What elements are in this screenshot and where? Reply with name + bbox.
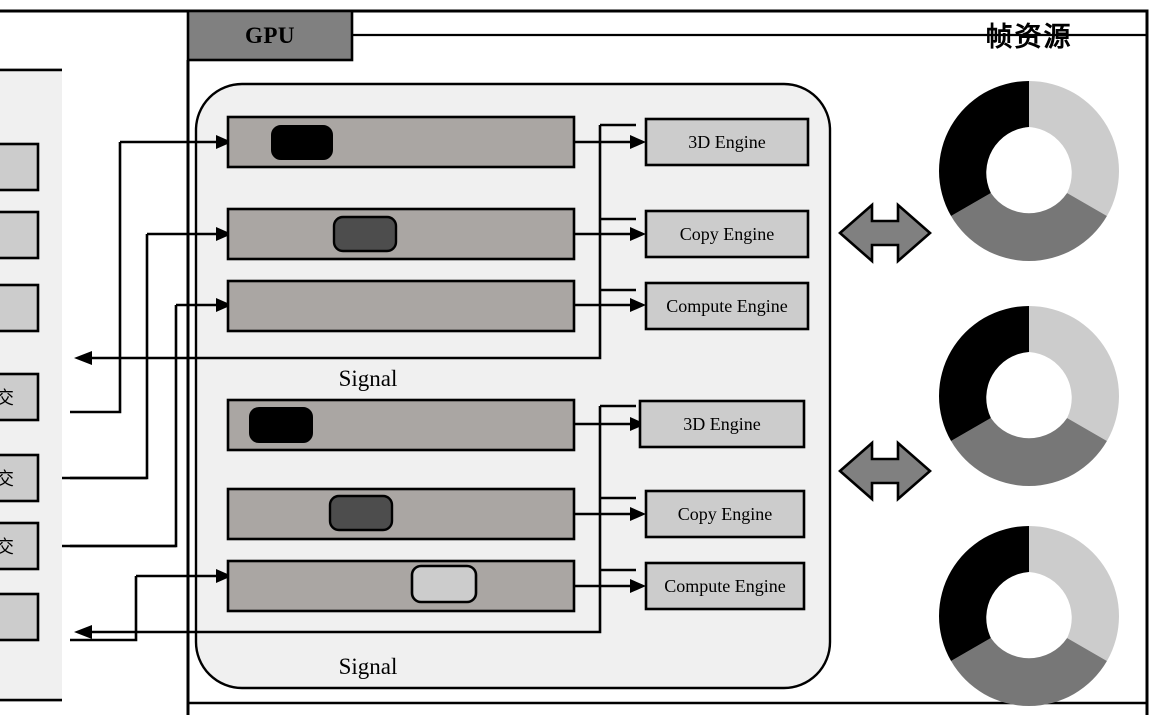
queue-engine-links-bottom <box>574 422 636 588</box>
exchange-arrow-top[interactable] <box>838 202 932 264</box>
queue-marker-compute-bottom[interactable] <box>410 564 478 604</box>
left-box-submit-1-label: 交 <box>0 388 14 409</box>
queue-marker-3d-top[interactable] <box>271 125 333 160</box>
donut-frame-2[interactable] <box>939 306 1119 486</box>
left-panel-boxes <box>0 142 40 642</box>
engine-copy-bottom[interactable] <box>644 489 806 539</box>
arrowhead-queue-compute-top <box>216 298 232 312</box>
arrowhead-engine-copy-bottom <box>630 507 646 521</box>
feeder-lines-top <box>70 140 216 548</box>
engine-compute-top-label: Compute Engine <box>666 295 788 316</box>
arrowhead-engine-3d-top <box>630 135 646 149</box>
queue-marker-copy-bottom[interactable] <box>328 494 394 532</box>
queue-compute-bottom[interactable] <box>226 559 576 613</box>
queues-top <box>226 115 576 333</box>
arrowhead-engine-3d-bottom <box>630 417 646 431</box>
signal-bus-line-bottom <box>86 406 602 634</box>
engine-compute-top[interactable] <box>644 281 810 331</box>
engine-3d-top[interactable] <box>644 117 810 167</box>
signal-label-bottom: Signal <box>338 654 398 679</box>
gpu-tab[interactable] <box>186 9 354 62</box>
left-box-4[interactable] <box>0 592 40 642</box>
arrowhead-engine-compute-top <box>630 298 646 312</box>
queues-bottom <box>226 398 576 613</box>
arrowhead-engine-copy-top <box>630 227 646 241</box>
feeder-arrowheads-top <box>216 135 232 312</box>
queue-copy-top[interactable] <box>226 207 576 261</box>
queue-engine-links-top <box>574 140 636 307</box>
outer-frame-top-right <box>0 9 1149 715</box>
donut-frame-3[interactable] <box>939 526 1119 706</box>
engine-copy-top-label: Copy Engine <box>679 223 775 244</box>
left-box-submit-2[interactable] <box>0 453 40 503</box>
queue-engine-arrowheads-top <box>630 135 646 312</box>
engine-3d-bottom-label: 3D Engine <box>683 413 761 434</box>
arrowhead-queue-copy-top <box>216 227 232 241</box>
engine-3d-top-label: 3D Engine <box>688 131 766 152</box>
queue-engine-arrowheads-bottom <box>630 417 646 593</box>
arrowhead-signal-top <box>74 351 92 365</box>
queue-marker-3d-bottom[interactable] <box>249 407 313 443</box>
left-box-1[interactable] <box>0 142 40 192</box>
signal-bus-line-top <box>86 125 602 360</box>
left-box-submit-3[interactable] <box>0 521 40 571</box>
frame-resources-title: 帧资源 <box>985 21 1073 53</box>
left-box-submit-1[interactable] <box>0 372 40 422</box>
engine-3d-bottom[interactable] <box>638 399 806 449</box>
left-box-2[interactable] <box>0 210 40 260</box>
feeder-line-top-3 <box>70 305 178 548</box>
arrowhead-engine-compute-bottom <box>630 579 646 593</box>
queue-marker-copy-top[interactable] <box>332 215 398 253</box>
signal-bus-bottom <box>86 404 636 634</box>
engine-copy-bottom-label: Copy Engine <box>677 503 773 524</box>
arrowhead-queue-3d-top <box>216 135 232 149</box>
arrowhead-queue-compute-bottom <box>216 569 232 583</box>
left-box-3[interactable] <box>0 283 40 333</box>
left-box-submit-3-label: 交 <box>0 537 14 558</box>
left-box-submit-2-label: 交 <box>0 469 14 490</box>
queue-compute-top[interactable] <box>226 279 576 333</box>
engines-bottom <box>638 399 806 611</box>
left-panel-frame-line <box>0 68 62 702</box>
engine-compute-bottom[interactable] <box>644 561 806 611</box>
signal-bus-top <box>86 123 636 360</box>
gpu-tab-label: GPU <box>244 22 296 48</box>
exchange-arrow-bottom[interactable] <box>838 440 932 502</box>
engines-top <box>644 117 810 331</box>
feeder-lines-bottom <box>62 476 216 642</box>
engine-copy-top[interactable] <box>644 209 810 259</box>
engine-compute-bottom-label: Compute Engine <box>664 575 786 596</box>
feeder-line-top-1 <box>70 142 122 414</box>
feeder-line-bottom-3 <box>70 576 138 642</box>
arrowhead-signal-bottom <box>74 625 92 639</box>
donut-frame-1[interactable] <box>939 81 1119 261</box>
queue-copy-bottom[interactable] <box>226 487 576 541</box>
signal-label-top: Signal <box>338 366 398 391</box>
